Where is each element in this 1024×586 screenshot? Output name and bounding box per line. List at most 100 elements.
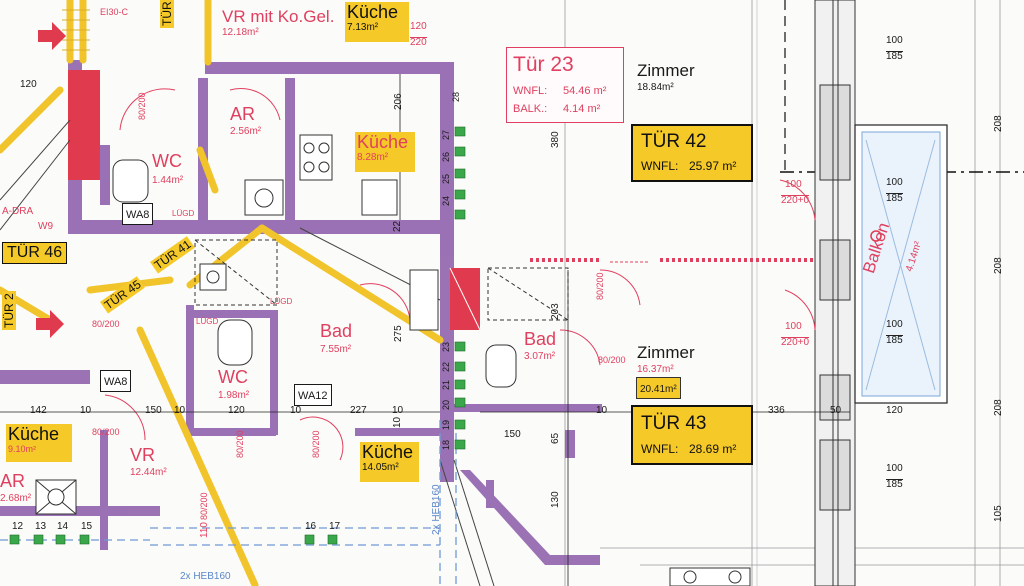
dim-v208-c: 208	[993, 399, 1004, 416]
tag-luedg-c: LÜGD	[270, 297, 293, 306]
dim-door-h: 80/200	[199, 492, 209, 520]
dim-v208-b: 208	[993, 257, 1004, 274]
dim-h22: 22	[392, 220, 403, 232]
dim-100-2200-b-bottom: 220+0	[781, 337, 810, 348]
window-tag-w9: W9	[38, 221, 53, 232]
dim-v275: 275	[393, 325, 404, 342]
unit-tag-tuer43: TÜR 43 WNFL: 28.69 m²	[631, 405, 753, 465]
room-zimmer-bottom-area2-box: 20.41m²	[636, 377, 681, 399]
shower-outlines	[194, 239, 569, 321]
room-wc-mid: WC	[218, 367, 248, 387]
outlet-number: 12	[12, 521, 24, 532]
dim-100-185-b-top: 100	[886, 177, 903, 188]
room-bad-small: Bad	[524, 329, 557, 349]
wall-tag-label: WA8	[126, 209, 150, 221]
dim-v380: 380	[550, 131, 561, 148]
room-zimmer-top-area: 18.84m²	[637, 82, 674, 93]
dim-h10e: 10	[596, 405, 608, 416]
dim-h120: 120	[228, 405, 245, 416]
dim-100-2200-a-top: 100	[785, 179, 802, 190]
room-area: 14.05m²	[362, 462, 399, 473]
outlet-number: 22	[441, 361, 451, 372]
beam-label-bottom: 2x HEB160	[180, 571, 231, 582]
dim-h120top: 120	[20, 79, 37, 90]
dim-100-2200-b-top: 100	[785, 321, 802, 332]
dim-h142: 142	[30, 405, 47, 416]
outlet-number: 15	[81, 521, 93, 532]
outlet-number: 20	[441, 399, 451, 410]
outlet-number: 14	[57, 521, 69, 532]
dim-100-185-d-top: 100	[886, 463, 903, 474]
unit-title: TÜR 46	[7, 244, 63, 261]
room-vr-left-area: 12.44m²	[130, 467, 167, 478]
dim-h227: 227	[350, 405, 367, 416]
door-swings	[104, 87, 816, 461]
outlet-number: 18	[441, 439, 451, 450]
dim-v203: 203	[550, 303, 561, 320]
dim-120-220-bottom: 220	[410, 37, 427, 48]
unit-title: TÜR 43	[641, 413, 707, 434]
summary-box: Tür 23 WNFL: 54.46 m² BALK.: 4.14 m²	[506, 47, 624, 123]
outlet-number: 23	[441, 341, 451, 352]
outlet-number: 27	[441, 129, 451, 140]
dim-door-g: 80/200	[92, 319, 120, 329]
dim-100-185-a-top: 100	[886, 35, 903, 46]
dim-h336: 336	[768, 405, 785, 416]
dim-h150a: 150	[145, 405, 162, 416]
room-name: Küche	[357, 132, 409, 152]
outlet-markers-right	[454, 126, 466, 450]
grid-lines	[564, 0, 1024, 586]
summary-balk-value: 4.14 m²	[563, 103, 601, 115]
room-vr-left: VR	[130, 445, 156, 465]
door-tag-tuer42: TÜR 42	[160, 0, 174, 28]
tag-luedg-a: LÜGD	[172, 209, 195, 218]
room-bad-small-area: 3.07m²	[524, 351, 556, 362]
room-zimmer-bottom: Zimmer	[637, 343, 695, 362]
outer-wall	[814, 0, 856, 586]
dim-h10c: 10	[290, 405, 302, 416]
room-zimmer-bottom-area: 16.37m²	[637, 364, 674, 375]
fixtures	[35, 134, 751, 586]
unit-area-label: WNFL:	[641, 442, 679, 456]
unit-tag-tuer46: TÜR 46	[2, 242, 68, 264]
dim-100-185-c-bottom: 185	[886, 335, 903, 346]
room-ar-left: AR	[0, 471, 26, 491]
door-tag-label: TÜR 2	[2, 293, 16, 328]
unit-area: 28.69 m²	[689, 442, 737, 456]
dim-v206: 206	[393, 93, 404, 110]
dim-100-185-d-bottom: 185	[886, 479, 903, 490]
outlet-number: 13	[35, 521, 47, 532]
dim-h10d: 10	[392, 405, 404, 416]
outlet-number: 19	[441, 419, 451, 430]
outlet-number: 16	[305, 521, 317, 532]
unit-area-label: WNFL:	[641, 159, 679, 173]
room-bad-big-area: 7.55m²	[320, 344, 352, 355]
dim-v208-a: 208	[993, 115, 1004, 132]
dim-h120b: 120	[886, 405, 903, 416]
diagonal-lines	[0, 119, 495, 586]
outlet-number: 21	[441, 379, 451, 390]
outlet-number: 17	[329, 521, 341, 532]
room-zimmer-bottom-area2: 20.41m²	[640, 384, 677, 395]
outlet-number: 28	[451, 91, 461, 102]
wall-tag-label: WA12	[298, 390, 328, 402]
summary-balk-label: BALK.:	[513, 103, 548, 115]
room-kueche-top: Küche 7.13m²	[345, 2, 409, 42]
room-wc-mid-area: 1.98m²	[218, 390, 250, 401]
dim-v110: 110	[199, 522, 210, 538]
summary-wnfl-label: WNFL:	[513, 85, 548, 97]
dim-door-b: 80/200	[595, 272, 605, 300]
room-bad-big: Bad	[320, 321, 353, 341]
room-zimmer-top: Zimmer	[637, 61, 695, 80]
dim-v130: 130	[550, 491, 561, 508]
outlet-number: 25	[441, 173, 451, 184]
wall-tag-wa12: WA12	[294, 384, 332, 406]
room-ar-top: AR	[230, 104, 256, 124]
dim-door-f: 80/200	[235, 430, 245, 458]
dim-v105: 105	[993, 505, 1004, 522]
outlet-markers-bottom	[9, 534, 338, 545]
room-vr-top-area: 12.18m²	[222, 27, 259, 38]
dim-door-d: 80/200	[92, 427, 120, 437]
summary-title: Tür 23	[513, 53, 574, 76]
